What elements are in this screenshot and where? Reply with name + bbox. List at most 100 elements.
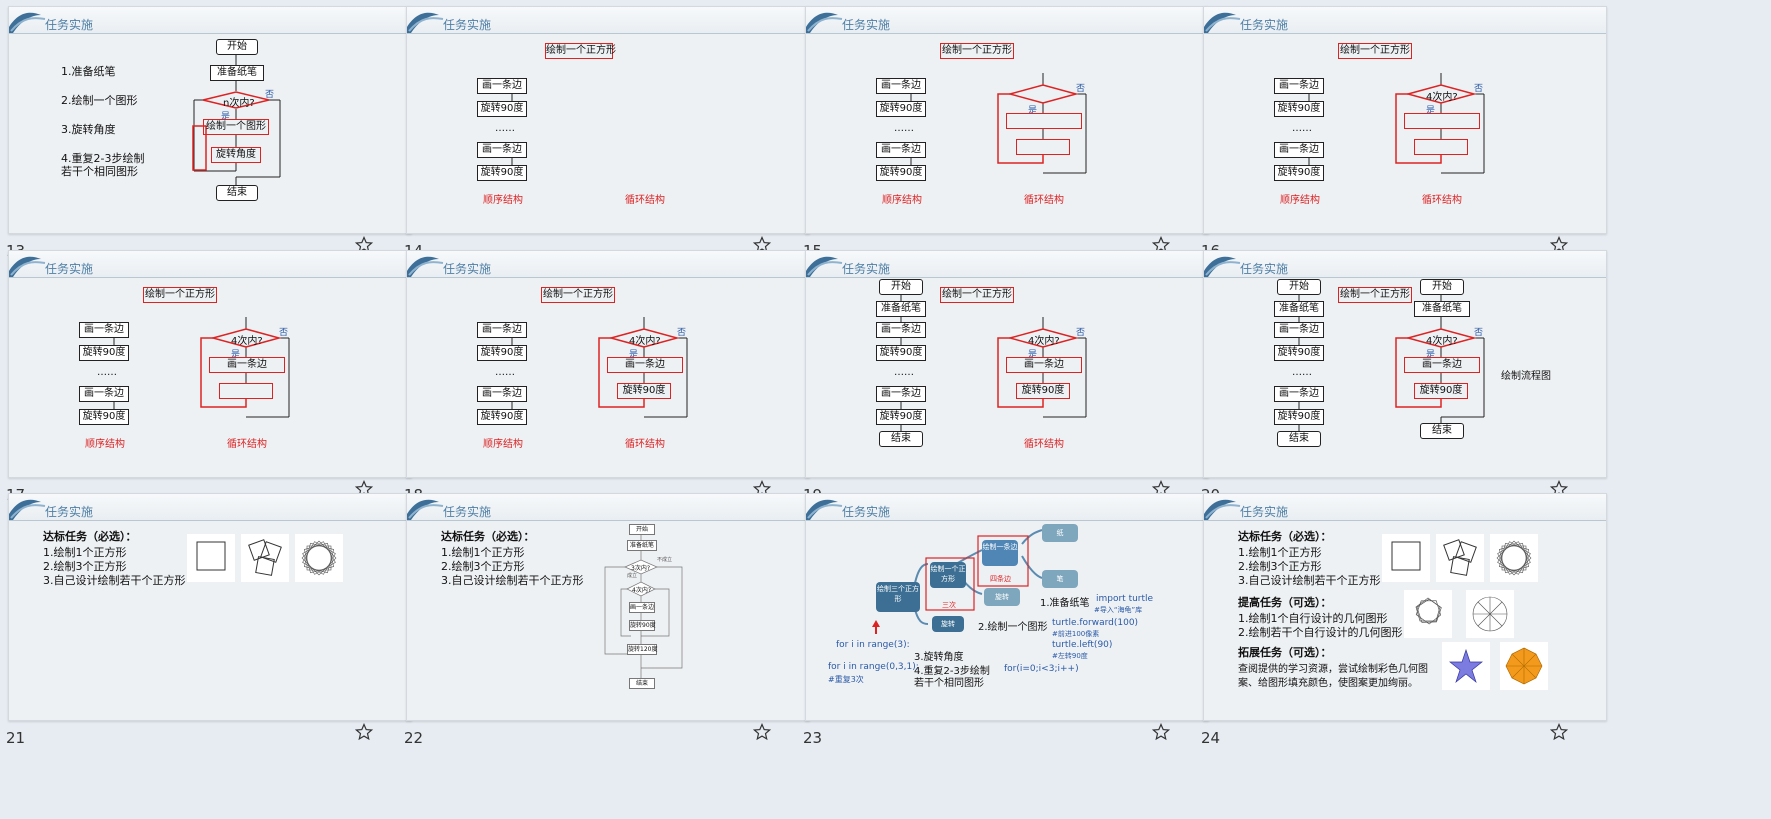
slide-header <box>9 7 411 34</box>
seq-lines <box>511 93 513 165</box>
slide-title: 任务实施 <box>842 262 891 276</box>
wave-logo-icon <box>407 12 444 33</box>
seq-step: 旋转90度 <box>1274 345 1324 361</box>
seq-ellipsis: …… <box>1292 123 1312 134</box>
loop-label: 循环结构 <box>625 195 665 206</box>
slide-thumbnail-19[interactable]: 任务实施 绘制一个正方形 开始 准备纸笔 画一条边 旋转90度 …… 画一条边 … <box>797 244 1209 512</box>
mind-node-paper: 纸 <box>1042 524 1078 542</box>
star-icon[interactable] <box>1550 236 1568 254</box>
slide-header <box>1204 251 1606 278</box>
loop-lines <box>1308 73 1485 174</box>
star-icon[interactable] <box>1550 723 1568 741</box>
mini-rotate90: 旋转90度 <box>629 620 656 631</box>
flow-end: 结束 <box>216 185 258 201</box>
flow-end: 结束 <box>1420 423 1464 439</box>
mind-node-square: 绘制一个正方形 <box>930 562 966 588</box>
wave-logo-icon <box>1204 499 1241 520</box>
star-icon[interactable] <box>753 236 771 254</box>
slide-preview[interactable]: 任务实施 绘制一个正方形 画一条边 旋转90度 …… 画一条边 旋转90度 4次… <box>8 250 412 478</box>
slide-thumbnail-16[interactable]: 任务实施 绘制一个正方形 画一条边 旋转90度 …… 画一条边 旋转90度 4次… <box>1195 0 1607 268</box>
seq-step: 旋转90度 <box>477 101 527 117</box>
square-image <box>187 534 235 582</box>
seq-step: 画一条边 <box>1274 78 1324 94</box>
slide-preview[interactable]: 任务实施 达标任务（必选）： 1.绘制1个正方形 2.绘制3个正方形 3.自己设… <box>406 493 810 721</box>
code-comment: #重复3次 <box>828 675 864 684</box>
wave-logo-icon <box>1204 12 1241 33</box>
loop-body-rotate: 旋转90度 <box>1016 383 1070 399</box>
flow-yes: 是 <box>221 112 231 122</box>
step-line: 4.重复2-3步绘制 <box>914 666 990 677</box>
slide-thumbnail-23[interactable]: 任务实施 绘制三个正方形 绘制一个正方形 三次 旋转 绘制一条边 四条边 旋转 … <box>797 487 1209 755</box>
slide-header <box>407 7 809 34</box>
slide-preview[interactable]: 任务实施 1.准备纸笔 2.绘制一个图形 3.旋转角度 4.重复2-3步绘制 若… <box>8 6 412 234</box>
flow-no: 否 <box>1474 328 1484 338</box>
seq-step: 画一条边 <box>477 78 527 94</box>
flow-yes: 是 <box>629 350 639 360</box>
step-text: 若干个相同图形 <box>61 165 138 178</box>
task-title: 达标任务（必选）： <box>1238 530 1332 543</box>
slide-heading: 绘制一个正方形 <box>541 287 615 303</box>
slide-thumbnail-18[interactable]: 任务实施 绘制一个正方形 画一条边 旋转90度 …… 画一条边 旋转90度 4次… <box>398 244 810 512</box>
slide-preview[interactable]: 任务实施 绘制一个正方形 画一条边 旋转90度 …… 画一条边 旋转90度 是 … <box>805 6 1209 234</box>
slide-thumbnail-13[interactable]: 任务实施 1.准备纸笔 2.绘制一个图形 3.旋转角度 4.重复2-3步绘制 若… <box>0 0 412 268</box>
slide-preview[interactable]: 任务实施 达标任务（必选）： 1.绘制1个正方形 2.绘制3个正方形 3.自己设… <box>8 493 412 721</box>
loop-label: 循环结构 <box>227 439 267 450</box>
star-icon[interactable] <box>355 236 373 254</box>
code-comment: #左转90度 <box>1052 652 1088 660</box>
loop-label: 循环结构 <box>1024 439 1064 450</box>
flow-start: 开始 <box>1420 279 1464 295</box>
seq-step: 旋转90度 <box>876 101 926 117</box>
side-label: 绘制流程图 <box>1501 371 1551 382</box>
slide-thumbnail-20[interactable]: 任务实施 绘制一个正方形 开始 准备纸笔 画一条边 旋转90度 …… 画一条边 … <box>1195 244 1607 512</box>
seq-start: 开始 <box>879 279 923 295</box>
star-icon[interactable] <box>1152 236 1170 254</box>
flow-no: 否 <box>265 90 275 100</box>
slide-thumbnail-24[interactable]: 任务实施 达标任务（必选）： 1.绘制1个正方形 2.绘制3个正方形 3.自己设… <box>1195 487 1607 755</box>
task-item: 2.绘制3个正方形 <box>441 560 525 573</box>
flow-rotate: 旋转角度 <box>211 147 261 163</box>
star-icon[interactable] <box>753 723 771 741</box>
task2-item: 2.绘制若干个自行设计的几何图形 <box>1238 626 1403 639</box>
code-comment: #导入“海龟”库 <box>1094 606 1143 614</box>
seq-step: 画一条边 <box>876 322 926 338</box>
seq-step: 旋转90度 <box>79 345 129 361</box>
seq-label: 顺序结构 <box>882 195 922 206</box>
flow-cond: 4次内? <box>629 336 661 347</box>
slide-preview[interactable]: 任务实施 绘制三个正方形 绘制一个正方形 三次 旋转 绘制一条边 四条边 旋转 … <box>805 493 1209 721</box>
mind-node-pen: 笔 <box>1042 570 1078 588</box>
slide-title: 任务实施 <box>842 18 891 32</box>
flow-draw: 绘制一个图形 <box>203 119 269 135</box>
seq-label: 顺序结构 <box>1280 195 1320 206</box>
slide-preview[interactable]: 任务实施 达标任务（必选）： 1.绘制1个正方形 2.绘制3个正方形 3.自己设… <box>1203 493 1607 721</box>
flow-cond: 4次内? <box>1426 336 1458 347</box>
slide-preview[interactable]: 任务实施 绘制一个正方形 画一条边 旋转90度 …… 画一条边 旋转90度 4次… <box>1203 6 1607 234</box>
seq-label: 顺序结构 <box>483 195 523 206</box>
slide-preview[interactable]: 任务实施 绘制一个正方形 开始 准备纸笔 画一条边 旋转90度 …… 画一条边 … <box>805 250 1209 478</box>
slide-thumbnail-22[interactable]: 任务实施 达标任务（必选）： 1.绘制1个正方形 2.绘制3个正方形 3.自己设… <box>398 487 810 755</box>
slide-preview[interactable]: 任务实施 绘制一个正方形 画一条边 旋转90度 …… 画一条边 旋转90度 顺序… <box>406 6 810 234</box>
slide-thumbnail-21[interactable]: 任务实施 达标任务（必选）： 1.绘制1个正方形 2.绘制3个正方形 3.自己设… <box>0 487 412 755</box>
seq-step: 画一条边 <box>477 142 527 158</box>
slide-thumbnail-14[interactable]: 任务实施 绘制一个正方形 画一条边 旋转90度 …… 画一条边 旋转90度 顺序… <box>398 0 810 268</box>
code-line: turtle.forward(100) <box>1052 618 1139 628</box>
seq-ellipsis: …… <box>495 123 515 134</box>
flowchart-lines <box>192 54 281 185</box>
slide-thumbnail-15[interactable]: 任务实施 绘制一个正方形 画一条边 旋转90度 …… 画一条边 旋转90度 是 … <box>797 0 1209 268</box>
mini-prep: 准备纸笔 <box>627 540 657 551</box>
slide-preview[interactable]: 任务实施 绘制一个正方形 画一条边 旋转90度 …… 画一条边 旋转90度 4次… <box>406 250 810 478</box>
slide-preview[interactable]: 任务实施 绘制一个正方形 开始 准备纸笔 画一条边 旋转90度 …… 画一条边 … <box>1203 250 1607 478</box>
loop-body-empty <box>1006 113 1082 129</box>
task-item: 1.绘制1个正方形 <box>1238 546 1322 559</box>
wave-logo-icon <box>9 256 46 277</box>
star-icon[interactable] <box>1152 723 1170 741</box>
seq-step: 旋转90度 <box>477 409 527 425</box>
star-icon[interactable] <box>355 723 373 741</box>
slide-title: 任务实施 <box>45 505 94 519</box>
slide-thumbnail-17[interactable]: 任务实施 绘制一个正方形 画一条边 旋转90度 …… 画一条边 旋转90度 4次… <box>0 244 412 512</box>
task2-title: 提高任务（可选）： <box>1238 596 1332 609</box>
task-item: 3.自己设计绘制若干个正方形 <box>1238 574 1381 587</box>
wave-logo-icon <box>806 499 843 520</box>
slide-title: 任务实施 <box>45 262 94 276</box>
step-line: 3.旋转角度 <box>914 652 964 663</box>
task3-text: 查阅提供的学习资源，尝试绘制彩色几何图 <box>1238 664 1428 675</box>
